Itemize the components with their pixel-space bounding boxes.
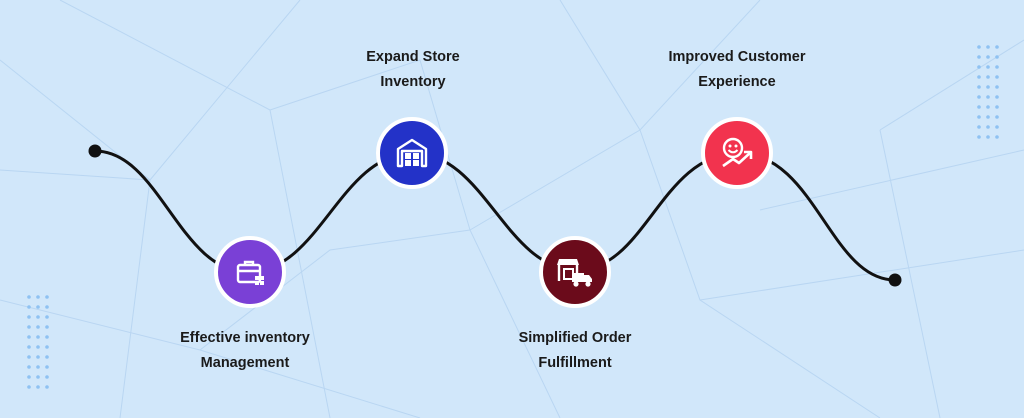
grid-dot bbox=[27, 375, 31, 379]
grid-dot bbox=[27, 295, 31, 299]
grid-dot bbox=[27, 345, 31, 349]
step-3-label: Simplified Order Fulfillment bbox=[475, 326, 675, 376]
grid-dot bbox=[995, 115, 999, 119]
curve-start-dot bbox=[88, 144, 102, 158]
step-2-title-line1: Expand Store bbox=[366, 49, 460, 65]
grid-dot bbox=[977, 65, 981, 69]
grid-dot bbox=[977, 135, 981, 139]
step-2-label: Expand Store Inventory bbox=[313, 45, 513, 95]
grid-dot bbox=[45, 385, 49, 389]
grid-dot bbox=[986, 55, 990, 59]
grid-dot bbox=[45, 305, 49, 309]
grid-dot bbox=[27, 315, 31, 319]
grid-dot bbox=[986, 65, 990, 69]
grid-dot bbox=[36, 335, 40, 339]
briefcase-grid-icon bbox=[236, 260, 264, 285]
grid-dot bbox=[36, 305, 40, 309]
grid-dot bbox=[977, 125, 981, 129]
dot-grid-top-right bbox=[977, 45, 999, 139]
grid-dot bbox=[977, 75, 981, 79]
grid-dot bbox=[36, 295, 40, 299]
step-2-node bbox=[376, 117, 448, 189]
grid-dot bbox=[995, 75, 999, 79]
grid-dot bbox=[45, 365, 49, 369]
step-3-node bbox=[539, 236, 611, 308]
step-1-title-line2: Management bbox=[200, 355, 290, 371]
step-4-node bbox=[701, 117, 773, 189]
step-4-label: Improved Customer Experience bbox=[637, 45, 837, 95]
grid-dot bbox=[36, 315, 40, 319]
grid-dot bbox=[977, 115, 981, 119]
grid-dot bbox=[27, 325, 31, 329]
grid-dot bbox=[995, 45, 999, 49]
step-3-title-line1: Simplified Order bbox=[518, 330, 632, 346]
grid-dot bbox=[45, 375, 49, 379]
grid-dot bbox=[986, 85, 990, 89]
warehouse-boxes-icon bbox=[396, 138, 428, 168]
grid-dot bbox=[36, 355, 40, 359]
grid-dot bbox=[36, 375, 40, 379]
grid-dot bbox=[977, 105, 981, 109]
grid-dot bbox=[27, 355, 31, 359]
grid-dot bbox=[27, 305, 31, 309]
grid-dot bbox=[995, 85, 999, 89]
grid-dot bbox=[977, 95, 981, 99]
grid-dot bbox=[27, 385, 31, 389]
curve-end-dot bbox=[888, 273, 902, 287]
grid-dot bbox=[986, 45, 990, 49]
step-1-title-line1: Effective inventory bbox=[180, 330, 310, 346]
grid-dot bbox=[986, 135, 990, 139]
grid-dot bbox=[995, 135, 999, 139]
step-1-label: Effective inventory Management bbox=[145, 326, 345, 376]
grid-dot bbox=[36, 345, 40, 349]
grid-dot bbox=[986, 115, 990, 119]
grid-dot bbox=[45, 345, 49, 349]
grid-dot bbox=[36, 325, 40, 329]
grid-dot bbox=[45, 335, 49, 339]
grid-dot bbox=[45, 325, 49, 329]
grid-dot bbox=[27, 335, 31, 339]
grid-dot bbox=[36, 385, 40, 389]
grid-dot bbox=[995, 55, 999, 59]
grid-dot bbox=[986, 75, 990, 79]
grid-dot bbox=[995, 95, 999, 99]
grid-dot bbox=[995, 125, 999, 129]
step-2-title-line2: Inventory bbox=[380, 74, 446, 90]
step-4-title-line2: Experience bbox=[698, 74, 776, 90]
grid-dot bbox=[986, 125, 990, 129]
grid-dot bbox=[45, 315, 49, 319]
grid-dot bbox=[977, 45, 981, 49]
step-4-title-line1: Improved Customer bbox=[668, 49, 806, 65]
grid-dot bbox=[36, 365, 40, 369]
grid-dot bbox=[995, 105, 999, 109]
step-3-title-line2: Fulfillment bbox=[538, 355, 612, 371]
step-1-node bbox=[214, 236, 286, 308]
grid-dot bbox=[977, 55, 981, 59]
dot-grid-bottom-left bbox=[27, 295, 49, 389]
smiley-growth-arrow-icon bbox=[722, 137, 753, 168]
grid-dot bbox=[27, 365, 31, 369]
grid-dot bbox=[45, 355, 49, 359]
grid-dot bbox=[977, 85, 981, 89]
store-delivery-truck-icon bbox=[557, 259, 592, 287]
grid-dot bbox=[45, 295, 49, 299]
grid-dot bbox=[986, 105, 990, 109]
grid-dot bbox=[986, 95, 990, 99]
grid-dot bbox=[995, 65, 999, 69]
